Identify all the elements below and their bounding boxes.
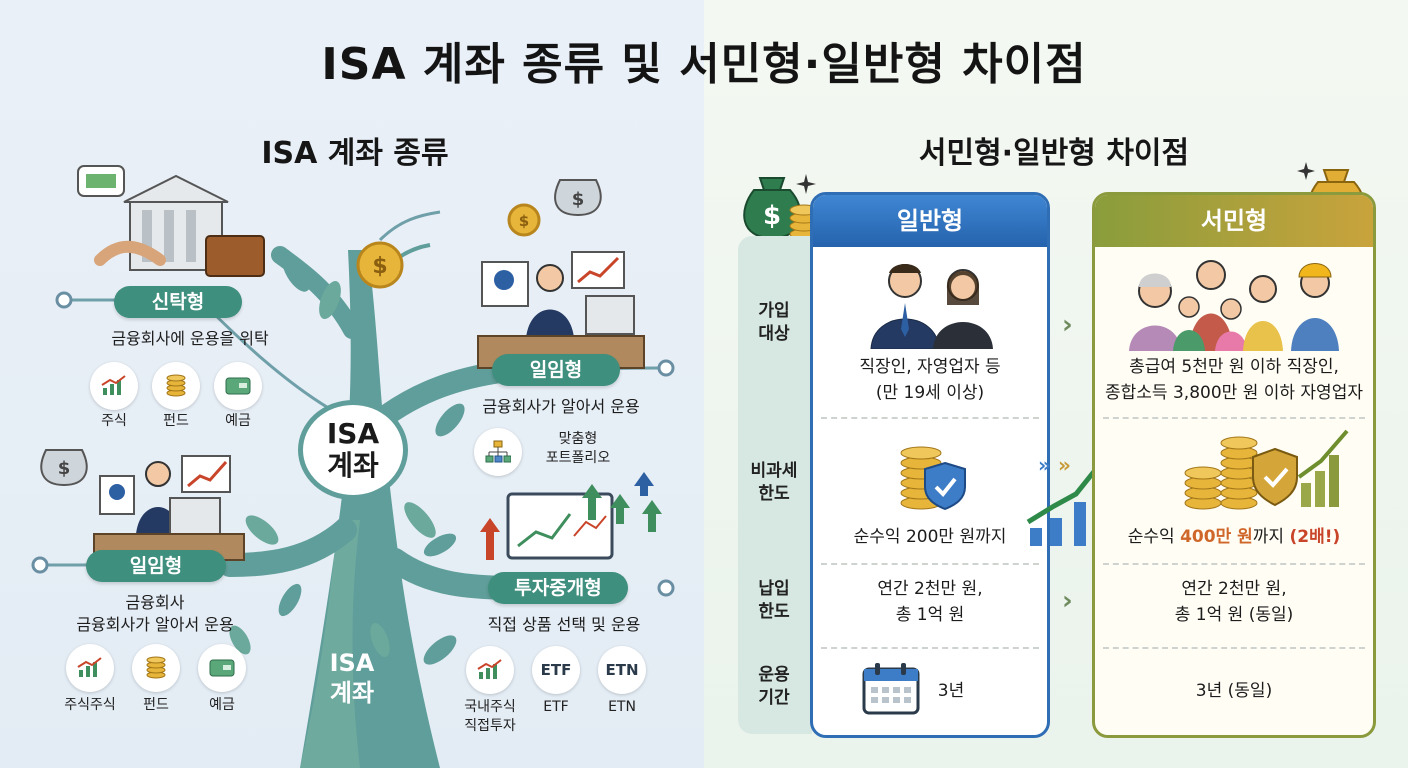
chevron-right-icon: › [1062,310,1073,340]
row-divider [1103,563,1365,565]
svg-text:$: $ [763,201,781,231]
row-label-column [738,236,812,734]
general-period: 3년 [937,681,965,701]
low-income-limit-2: 총 1억 원 (동일) [1174,605,1294,625]
trust-type-pill: 신탁형 [114,286,242,318]
calendar-icon [862,663,920,715]
trust-icon-label-3: 예금 [225,413,251,429]
general-tax-free: 순수익 200만 원까지 [853,527,1007,547]
row-label-period: 운용 기간 [758,665,790,708]
trust-type-desc: 금융회사에 운용을 위탁 [111,329,269,348]
low-income-tax-free: 순수익 400만 원까지 (2배!) [1095,525,1373,549]
trust-icon-label-1: 주식 [101,413,127,429]
right-section-title: 서민형·일반형 차이점 [918,136,1190,171]
chevron-right-icon: › [1062,586,1073,616]
low-income-target-2: 종합소득 3,800만 원 이하 자영업자 [1105,383,1363,403]
coins-shield-icon [900,446,966,511]
family-workers-illustration [1129,260,1339,351]
row-divider [821,563,1039,565]
discretionary-top-pill: 일임형 [492,354,620,386]
row-divider [821,647,1039,649]
row-label-target: 가입 대상 [758,301,790,344]
low-income-type-header: 서민형 [1095,195,1373,247]
brokerage-pill: 투자중개형 [488,572,628,604]
general-target: 직장인, 자영업자 등 [859,357,1001,377]
low-income-period: 3년 (동일) [1195,681,1273,701]
row-divider [1103,417,1365,419]
discretionary-left-icon-label-2: 펀드 [143,697,169,713]
row-divider [821,417,1039,419]
tree-illustration: $ $ $ $ [31,165,675,768]
deposit-card-icon [214,362,262,410]
left-section-title: ISA 계좌 종류 [261,136,449,171]
stock-chart-icon [466,646,514,694]
brokerage-desc: 직접 상품 선택 및 운용 [487,615,641,634]
coin-stack-icon [152,362,200,410]
stock-chart-icon [90,362,138,410]
etn-icon-text: ETN [605,661,639,679]
low-income-limit-1: 연간 2천만 원, [1181,579,1287,599]
isa-center-label: ISA 계좌 [326,417,380,482]
coin-stack-icon [132,644,180,692]
brokerage-icon-label-1: 국내주식 직접투자 [464,699,516,734]
etf-icon-text: ETF [540,661,572,679]
main-title: ISA 계좌 종류 및 서민형·일반형 차이점 [321,39,1087,90]
isa-center-badge: ISA 계좌 [298,400,408,500]
general-type-card: 일반형 직장인, 자영업자 등 (만 19세 이상) 순수익 200만 원까지 … [810,192,1050,738]
row-label-deposit: 납입 한도 [758,579,790,622]
general-limit-2: 총 1억 원 [895,605,965,625]
discretionary-top-sub: 맞춤형 포트폴리오 [545,431,611,466]
low-income-tax-free-post: 까지 [1252,527,1290,547]
discretionary-left-icon-label-1: 주식주식 [64,697,116,713]
svg-text:$: $ [519,212,529,230]
stock-chart-icon [66,644,114,692]
svg-text:$: $ [58,458,71,479]
brokerage-icon-label-2: ETF [543,699,569,715]
discretionary-left-icon-label-3: 예금 [209,697,235,713]
brokerage-icon-label-3: ETN [608,699,636,715]
low-income-tax-free-pre: 순수익 [1127,527,1181,547]
portfolio-tree-icon [474,428,522,476]
low-income-target-1: 총급여 5천만 원 이하 직장인, [1129,357,1339,377]
svg-text:$: $ [372,254,387,279]
deposit-card-icon [198,644,246,692]
general-type-header: 일반형 [813,195,1047,247]
isa-trunk-label: ISA 계좌 [329,649,375,707]
trust-icon-label-2: 펀드 [163,413,189,429]
discretionary-top-desc: 금융회사가 알아서 운용 [482,397,640,416]
svg-text:»: » [1058,453,1071,477]
low-income-tax-free-amount: 400만 원 [1180,527,1253,547]
low-income-type-card: 서민형 총급여 5천만 원 이하 직장인, 종합소득 3,800만 원 이하 자… [1092,192,1376,738]
discretionary-left-pill: 일임형 [86,550,226,582]
discretionary-left-desc1: 금융회사 [125,593,185,612]
etn-icon: ETN [598,646,646,694]
row-divider [1103,647,1365,649]
svg-text:»: » [1038,453,1051,477]
discretionary-left-desc2: 금융회사가 알아서 운용 [76,615,234,634]
office-workers-illustration [870,264,993,349]
row-label-tax-free: 비과세 한도 [750,461,798,504]
general-target-sub: (만 19세 이상) [875,383,985,403]
etf-icon: ETF [532,646,580,694]
double-badge: (2배!) [1289,527,1341,547]
general-limit-1: 연간 2천만 원, [877,579,983,599]
coins-shield-growth-icon [1184,429,1349,510]
svg-text:$: $ [572,189,585,210]
